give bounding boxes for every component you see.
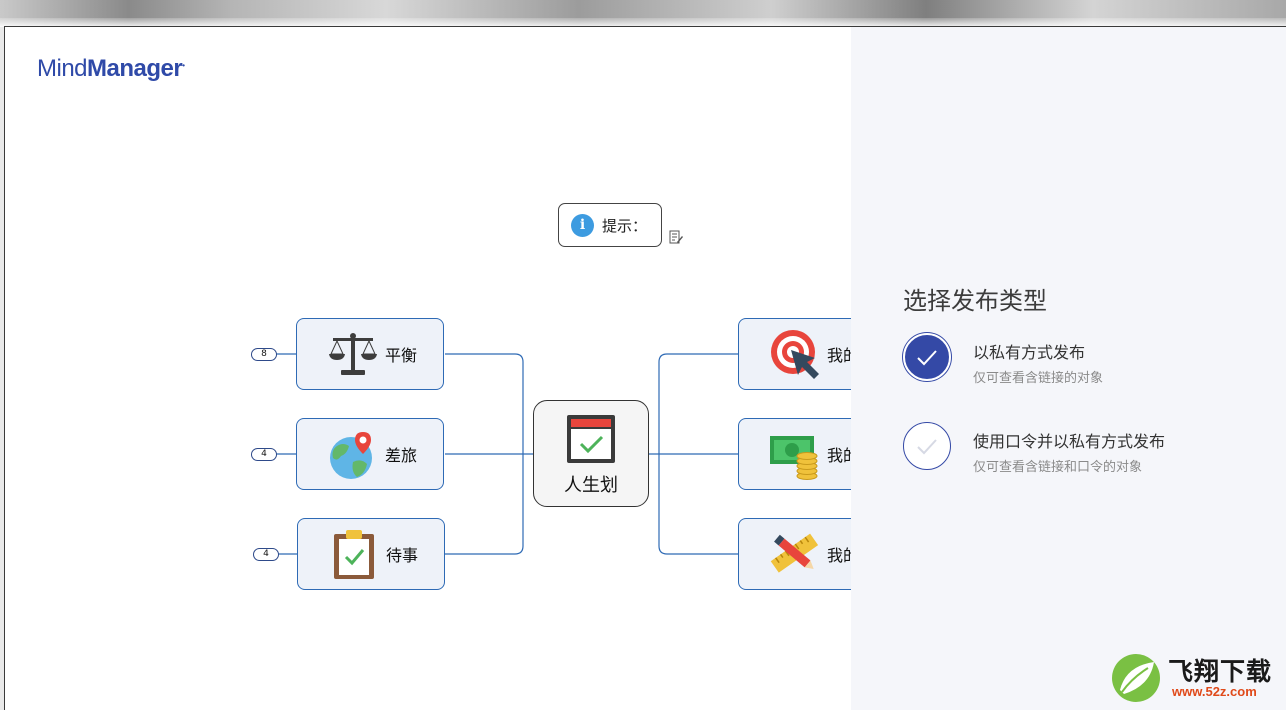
app-window: MindManager• i 提示： [4, 26, 1286, 710]
logo-mark: • [182, 61, 185, 70]
topic-balance[interactable]: 平衡 [296, 318, 444, 390]
option-subtitle: 仅可查看含链接和口令的对象 [973, 460, 1143, 475]
note-icon[interactable] [669, 230, 683, 246]
topic-todo[interactable]: 待事 [297, 518, 445, 590]
background-strip [0, 0, 1286, 27]
topic-label: 我的 [827, 546, 851, 565]
clipboard-check-icon [326, 526, 382, 582]
topic-label: 我的 [827, 346, 851, 365]
option-password-private[interactable]: 使用口令并以私有方式发布 仅可查看含链接和口令的对象 [903, 422, 1283, 476]
ruler-pencil-icon [767, 526, 823, 582]
scales-icon [325, 326, 381, 382]
topic-label: 我的 [827, 446, 851, 465]
site-watermark: 飞翔下载 www.52z.com [1106, 650, 1282, 710]
topic-label: 待事 [386, 546, 419, 565]
tip-callout[interactable]: i 提示： [558, 203, 662, 247]
calendar-check-icon [565, 413, 617, 465]
publish-panel: 选择发布类型 以私有方式发布 仅可查看含链接的对象 使用口令并以私有方式发布 仅… [851, 27, 1286, 710]
subtopic-count-badge[interactable]: 4 [251, 448, 277, 461]
topic-label: 差旅 [385, 446, 418, 465]
panel-title: 选择发布类型 [903, 287, 1047, 315]
subtopic-count-badge[interactable]: 8 [251, 348, 277, 361]
target-arrow-icon [767, 326, 823, 382]
logo-bold-text: Manager [87, 55, 183, 82]
checkmark-icon [917, 439, 937, 455]
info-icon: i [571, 213, 594, 237]
leaf-logo-icon [1112, 654, 1160, 702]
radio-selected[interactable] [903, 333, 951, 381]
option-title: 使用口令并以私有方式发布 [973, 432, 1166, 451]
watermark-url: www.52z.com [1172, 684, 1257, 699]
globe-pin-icon [325, 426, 381, 482]
money-coins-icon [767, 426, 823, 482]
subtopic-count-badge[interactable]: 4 [253, 548, 279, 561]
central-topic-label: 人生划 [564, 475, 618, 496]
checkmark-icon [917, 350, 937, 366]
radio-unselected[interactable] [903, 422, 951, 470]
map-canvas[interactable]: MindManager• i 提示： [5, 27, 851, 710]
connector-lines [275, 353, 738, 555]
option-subtitle: 仅可查看含链接的对象 [973, 371, 1104, 386]
watermark-title: 飞翔下载 [1168, 657, 1273, 686]
logo-light-text: Mind [37, 55, 88, 82]
mindmanager-logo: MindManager• [37, 55, 185, 83]
topic-travel[interactable]: 差旅 [296, 418, 444, 490]
central-topic[interactable]: 人生划 [533, 400, 649, 507]
option-title: 以私有方式发布 [973, 343, 1086, 362]
topic-goal[interactable]: 我的 [738, 318, 851, 390]
callout-label: 提示： [602, 216, 648, 235]
topic-label: 平衡 [385, 346, 418, 365]
topic-study[interactable]: 我的 [738, 518, 851, 590]
option-private[interactable]: 以私有方式发布 仅可查看含链接的对象 [903, 333, 1283, 387]
topic-finance[interactable]: 我的 [738, 418, 851, 490]
